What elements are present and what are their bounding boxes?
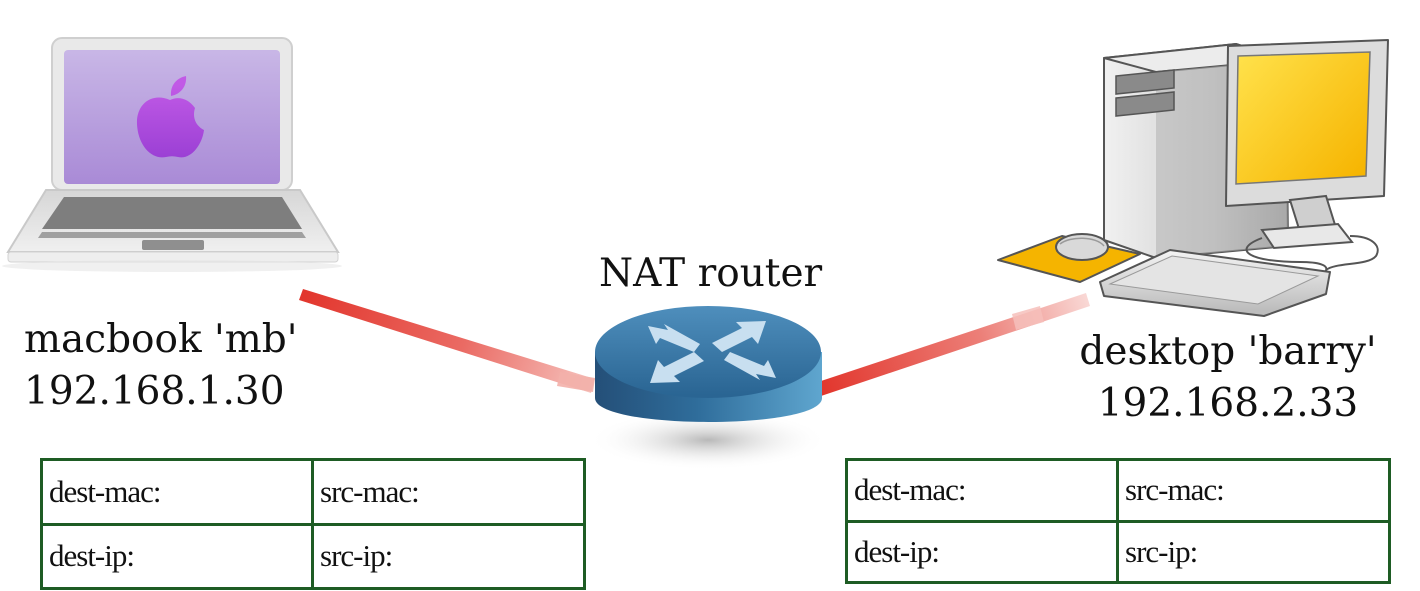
right-src-ip-cell: src-ip:: [1116, 519, 1391, 584]
router-arrows-icon: [648, 321, 776, 383]
left-packet-header-table: dest-mac: src-mac: dest-ip: src-ip:: [40, 458, 586, 590]
table-row: dest-mac: src-mac:: [40, 458, 586, 526]
apple-logo-icon: [136, 76, 204, 158]
desktop-label: desktop 'barry' 192.168.2.33: [1078, 326, 1378, 430]
left-dest-ip-cell: dest-ip:: [40, 522, 314, 590]
macbook-ip: 192.168.1.30: [24, 369, 285, 414]
right-packet-header-table: dest-mac: src-mac: dest-ip: src-ip:: [845, 458, 1391, 584]
macbook-label: macbook 'mb' 192.168.1.30: [24, 314, 297, 418]
left-src-mac-cell: src-mac:: [311, 458, 586, 526]
router-label: NAT router: [599, 251, 823, 296]
desktop-ip: 192.168.2.33: [1097, 381, 1359, 426]
router-icon: [588, 306, 828, 470]
left-src-ip-cell: src-ip:: [311, 522, 586, 590]
right-dest-mac-cell: dest-mac:: [845, 458, 1119, 523]
table-row: dest-ip: src-ip:: [845, 519, 1391, 584]
laptop-icon: [2, 37, 342, 272]
table-row: dest-ip: src-ip:: [40, 522, 586, 590]
desktop-computer-icon: [997, 39, 1389, 317]
right-dest-ip-cell: dest-ip:: [845, 519, 1119, 584]
desktop-name: desktop 'barry': [1079, 329, 1377, 374]
link-macbook-router: [299, 289, 595, 393]
table-row: dest-mac: src-mac:: [845, 458, 1391, 523]
link-router-desktop: [818, 293, 1090, 396]
macbook-name: macbook 'mb': [24, 317, 298, 362]
right-src-mac-cell: src-mac:: [1116, 458, 1391, 523]
left-dest-mac-cell: dest-mac:: [40, 458, 314, 526]
